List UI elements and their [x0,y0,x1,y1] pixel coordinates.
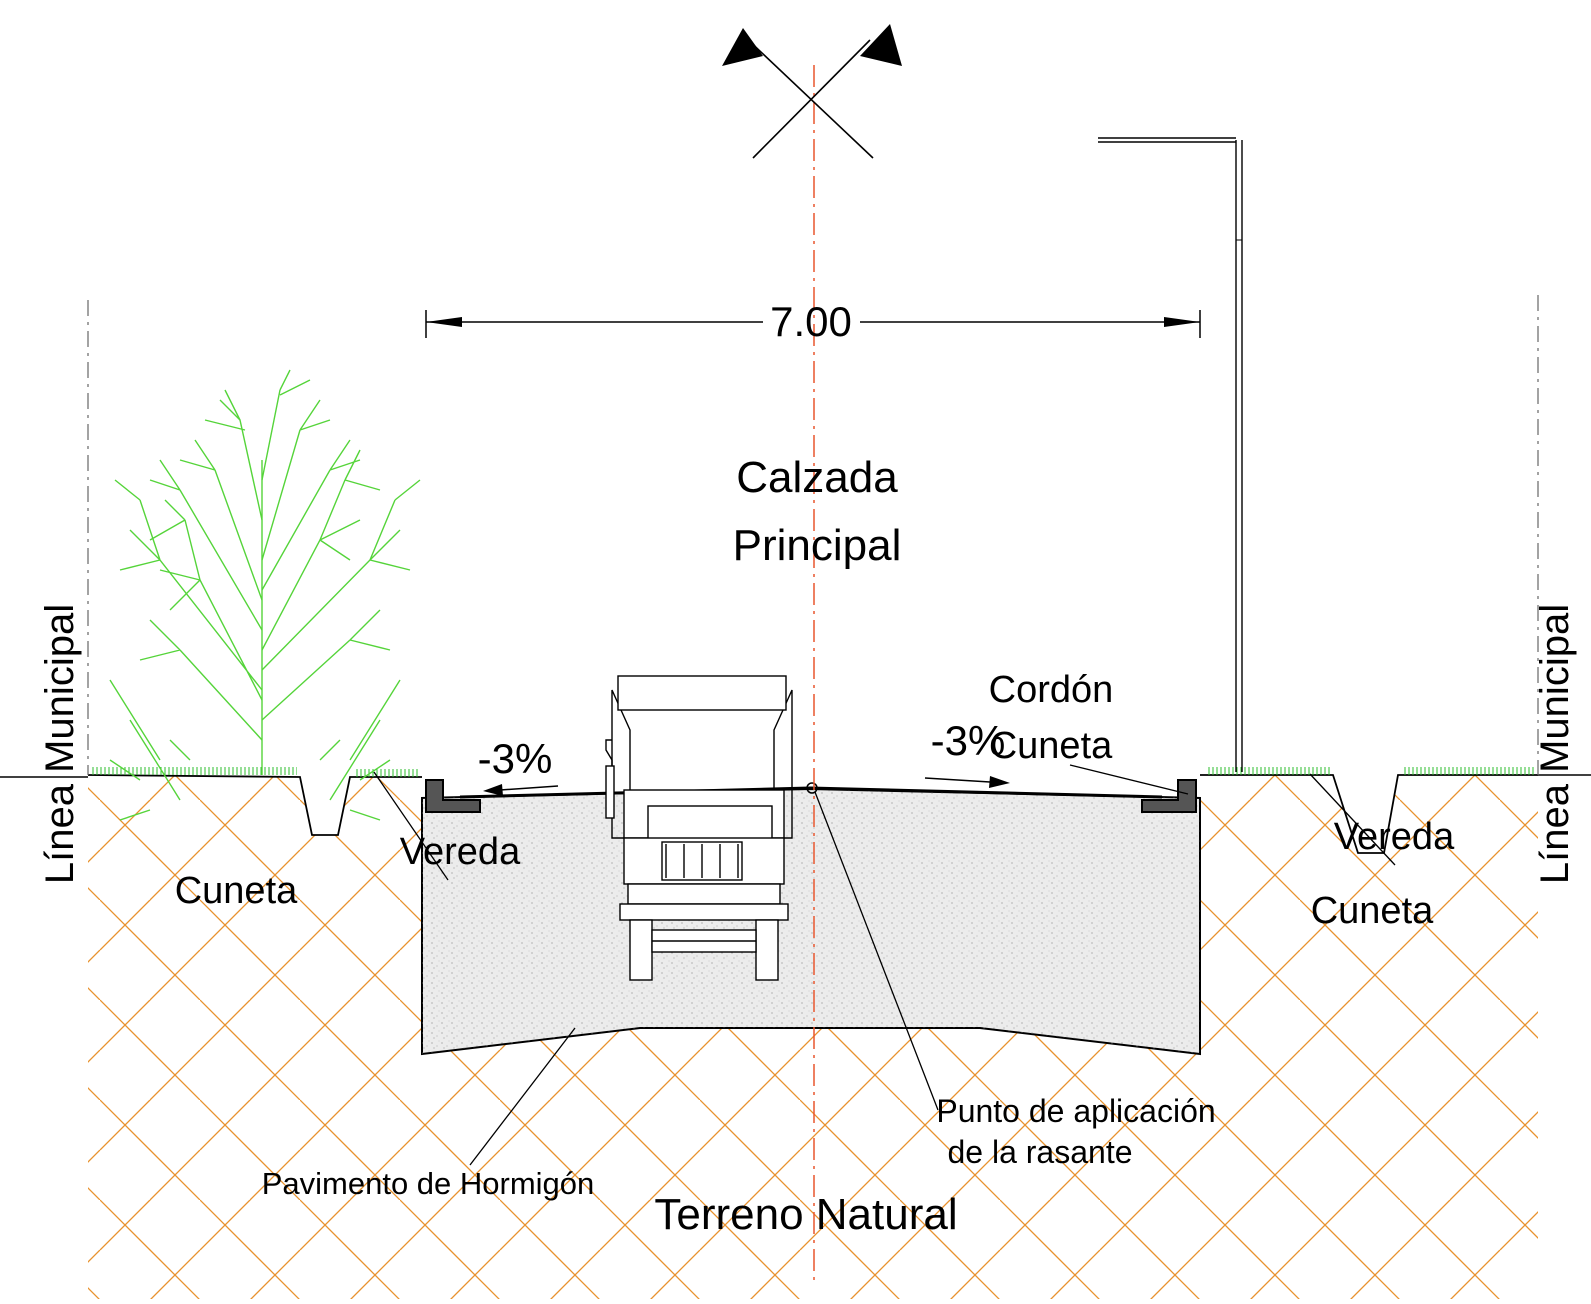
concrete-pavement [421,779,1201,1056]
crossed-flags-icon [722,24,902,159]
grass-right-1 [1206,767,1330,775]
slope-label-left: -3% [478,735,553,782]
truck-grille [661,841,743,881]
calzada-title-line1: Calzada [736,453,898,502]
curb-left [425,779,481,813]
terrain-hatch [88,775,1538,1299]
punto-label-line1: Punto de aplicación [936,1093,1215,1129]
leader-punto [814,791,939,1111]
tree-icon [109,369,421,821]
cuneta-label-right: Cuneta [1311,890,1434,932]
slope-label-right: -3% [931,717,1006,764]
pavement-surface-right [809,786,1163,799]
cordon-label-line1: Cordón [989,669,1114,711]
curb-right [1141,779,1197,813]
grass-right-2 [1402,767,1534,775]
vereda-label-left: Vereda [400,831,521,873]
slope-arrow-right [924,776,1010,788]
linea-municipal-right: Línea Municipal [1533,604,1577,884]
pavement-grain [422,789,1200,1054]
truck-icon [605,675,793,981]
pavimento-label: Pavimento de Hormigón [262,1166,595,1201]
vereda-label-right: Vereda [1334,816,1455,858]
punto-label-line2: de la rasante [947,1134,1132,1170]
calzada-title-line2: Principal [733,521,902,570]
truck-wheel-right [755,919,779,981]
cuneta-label-left: Cuneta [175,870,298,912]
leader-vereda-left [373,771,449,881]
dimension-label: 7.00 [770,298,852,345]
leader-lines [373,764,1396,1166]
grass-left-2 [354,769,420,777]
slope-arrow-left [483,784,559,796]
cordon-label-line2: Cuneta [990,725,1113,767]
rasante-point [806,782,818,794]
leader-cordon [1069,764,1189,795]
leader-vereda-right [1309,773,1396,866]
linea-municipal-left: Línea Municipal [38,604,82,884]
street-light-icon [1098,137,1243,772]
grass-left-1 [92,767,297,775]
truck-cab [611,689,793,839]
grass-strips [92,767,1534,777]
terreno-label: Terreno Natural [654,1190,957,1239]
leader-pavimento [469,1027,576,1166]
truck-exhaust [605,765,615,819]
truck-wheel-left [629,919,653,981]
dimension-line [425,310,1201,338]
